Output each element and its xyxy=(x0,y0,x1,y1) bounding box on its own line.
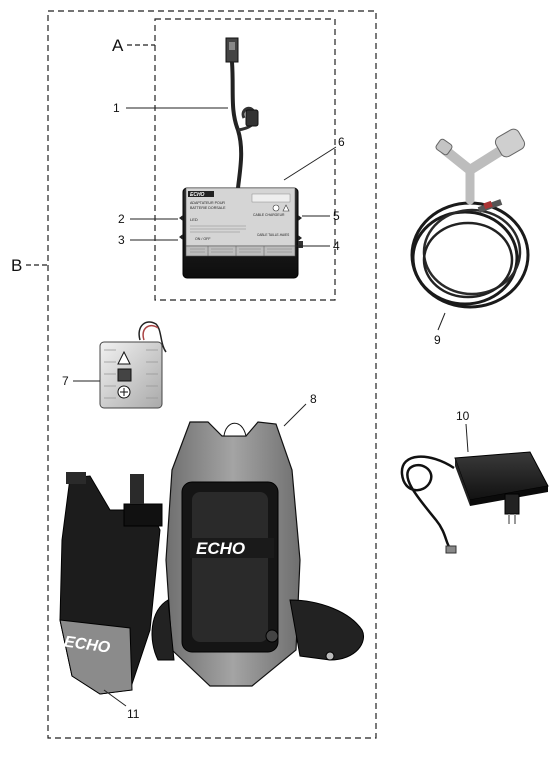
part-8-backpack-harness: ECHO xyxy=(151,421,364,687)
callout-7: 7 xyxy=(62,374,69,388)
adapter-label-line-2: BATTERIE DORSALE xyxy=(190,206,226,210)
callout-6: 6 xyxy=(338,135,345,149)
holster-echo-logo: ECHO xyxy=(63,633,112,656)
callout-9: 9 xyxy=(434,333,441,347)
group-b-frame xyxy=(47,10,377,739)
group-b-label: B xyxy=(11,256,23,275)
group-a-frame xyxy=(154,18,336,301)
vest-echo-logo: ECHO xyxy=(196,539,245,558)
callout-3: 3 xyxy=(118,233,125,247)
callout-10: 10 xyxy=(456,409,470,423)
callout-4: 4 xyxy=(333,239,340,253)
callout-2: 2 xyxy=(118,212,125,226)
adapter-box: ECHO ADAPTATEUR POUR BATTERIE DORSALE LE… xyxy=(179,187,303,279)
callout-11: 11 xyxy=(127,707,140,721)
adapter-label-line-1: ADAPTATEUR POUR xyxy=(190,201,225,205)
part-9-coiled-cable xyxy=(410,128,530,309)
part-7-battery-pack xyxy=(99,321,167,409)
callout-5: 5 xyxy=(333,209,340,223)
adapter-brand: ECHO xyxy=(190,192,205,198)
adapter-cable-charger-text: CABLE CHARGEUR xyxy=(253,213,285,217)
leader-lines xyxy=(73,107,469,707)
part-11-holster: ECHO xyxy=(59,472,163,695)
callout-8: 8 xyxy=(310,392,317,406)
group-a-label: A xyxy=(112,36,124,55)
adapter-led-text: LED xyxy=(190,217,198,222)
adapter-on-off-text: ON / OFF xyxy=(195,237,211,241)
part-1-adapter-cable xyxy=(225,37,259,189)
callout-1: 1 xyxy=(113,101,120,115)
part-10-charger xyxy=(400,451,549,554)
adapter-cable-trimmer-text: CABLE TAILLE-HAIES xyxy=(257,233,289,237)
